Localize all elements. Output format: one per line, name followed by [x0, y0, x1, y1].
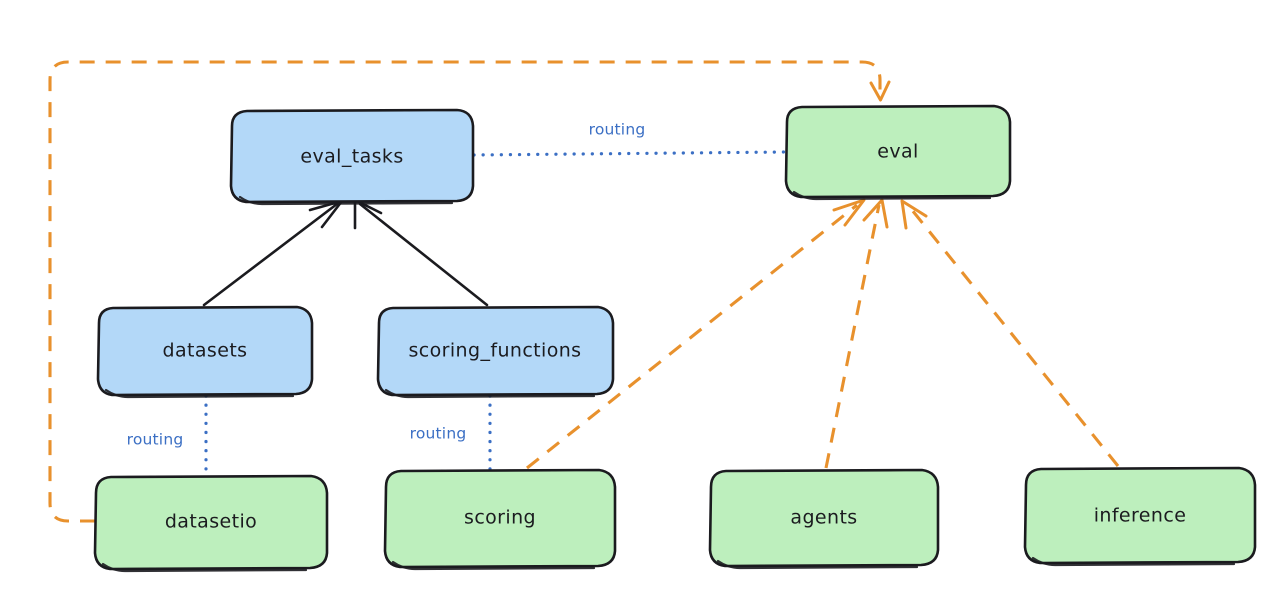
edge-scoring_functions-to-eval_tasks[interactable] [353, 198, 489, 307]
node-label-agents: agents [790, 507, 857, 529]
node-label-inference: inference [1094, 505, 1187, 527]
node-eval_tasks[interactable]: eval_tasks [229, 108, 475, 206]
edge-scoring-to-eval[interactable] [526, 198, 866, 470]
node-datasets[interactable]: datasets [96, 305, 314, 399]
node-label-datasetio: datasetio [165, 511, 257, 533]
node-inference[interactable]: inference [1023, 466, 1257, 567]
node-agents[interactable]: agents [708, 468, 940, 570]
edge-labels-layer: routing routing routing [127, 121, 646, 449]
node-eval[interactable]: eval [784, 104, 1012, 201]
node-label-eval: eval [877, 141, 918, 163]
node-label-datasets: datasets [163, 340, 248, 362]
node-scoring_functions[interactable]: scoring_functions [376, 305, 615, 399]
edge-eval_tasks-to-eval[interactable] [472, 150, 786, 157]
edges-layer [48, 60, 1120, 523]
edge-label-routing-eval_tasks-eval: routing [589, 121, 646, 139]
edge-datasetio-to-eval[interactable] [48, 60, 891, 523]
node-label-scoring_functions: scoring_functions [409, 340, 582, 362]
node-label-scoring: scoring [464, 507, 536, 529]
node-datasetio[interactable]: datasetio [93, 474, 329, 573]
node-label-eval_tasks: eval_tasks [300, 146, 403, 168]
edge-agents-to-eval[interactable] [824, 198, 889, 469]
nodes-layer: eval_tasks eval datasets scoring_functio… [93, 104, 1257, 573]
edge-label-routing-scoring_functions-scoring: routing [410, 425, 467, 443]
edge-datasets-to-eval_tasks[interactable] [202, 199, 344, 307]
node-scoring[interactable]: scoring [383, 468, 617, 571]
edge-inference-to-eval[interactable] [900, 199, 1120, 467]
edge-label-routing-datasets-datasetio: routing [127, 431, 184, 449]
